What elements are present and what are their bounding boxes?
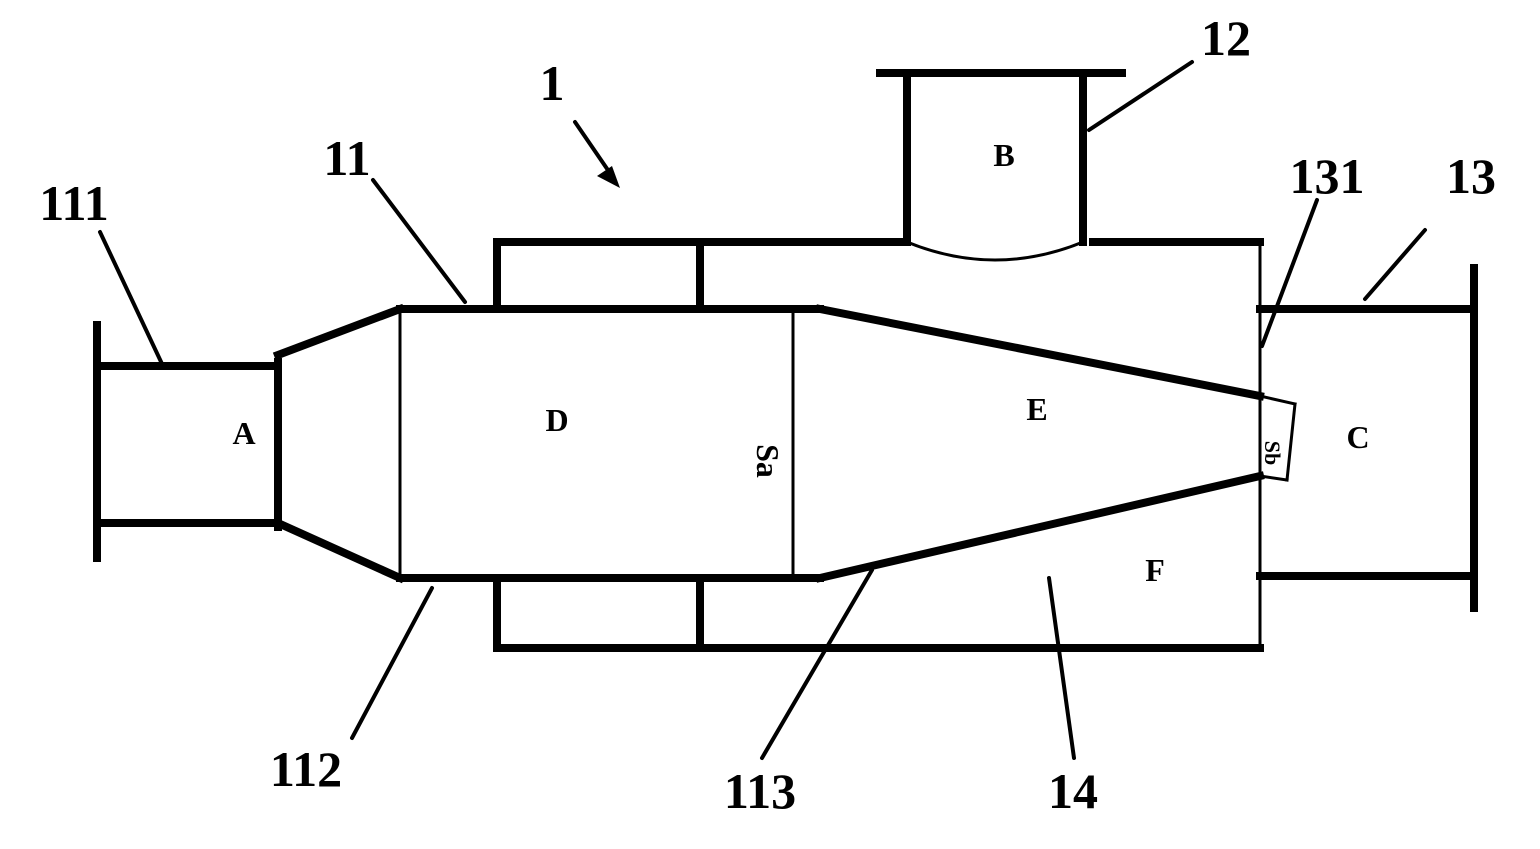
leader-side-port <box>1087 60 1194 132</box>
reference-numerals: 1 11 111 112 113 14 12 131 13 <box>39 10 1496 819</box>
zone-inlet: A <box>232 415 255 451</box>
label-outlet-pipe: 13 <box>1446 148 1496 204</box>
diffuser-cone <box>815 304 1297 583</box>
leader-diffuser-cone <box>760 568 874 760</box>
zone-labels: A B C D E F Sa Sb <box>232 137 1369 588</box>
zone-side-port: B <box>993 137 1014 173</box>
leader-assembly-arrowhead <box>597 166 620 188</box>
zone-diffuser: E <box>1026 391 1047 427</box>
zone-mixing: D <box>545 402 568 438</box>
label-annular-chamber: 14 <box>1048 763 1098 819</box>
leader-contracting-section <box>350 586 434 740</box>
leader-outlet-wall <box>1260 198 1319 348</box>
label-body: 11 <box>323 130 370 186</box>
leader-body <box>371 178 467 304</box>
mixing-chamber <box>396 305 824 582</box>
section-b-label: Sb <box>1260 441 1285 465</box>
zone-outlet: C <box>1346 419 1369 455</box>
leader-annular-chamber <box>1047 576 1076 760</box>
outlet-pipe <box>1256 264 1478 612</box>
zone-annular: F <box>1145 552 1165 588</box>
leader-outlet-pipe <box>1363 228 1427 301</box>
section-a-label: Sa <box>750 444 786 478</box>
label-outlet-wall: 131 <box>1290 148 1365 204</box>
leader-inlet-pipe <box>98 230 165 368</box>
label-assembly: 1 <box>540 55 565 111</box>
label-side-port: 12 <box>1201 10 1251 66</box>
label-inlet-pipe: 111 <box>39 175 108 231</box>
leader-assembly-arrow <box>573 120 614 178</box>
leader-lines <box>98 60 1427 760</box>
side-port <box>876 69 1126 262</box>
outer-housing <box>493 238 1264 652</box>
label-contracting-section: 112 <box>270 741 342 797</box>
label-diffuser-cone: 113 <box>724 763 796 819</box>
inlet-pipe <box>93 321 282 562</box>
inlet-cone <box>272 303 406 584</box>
